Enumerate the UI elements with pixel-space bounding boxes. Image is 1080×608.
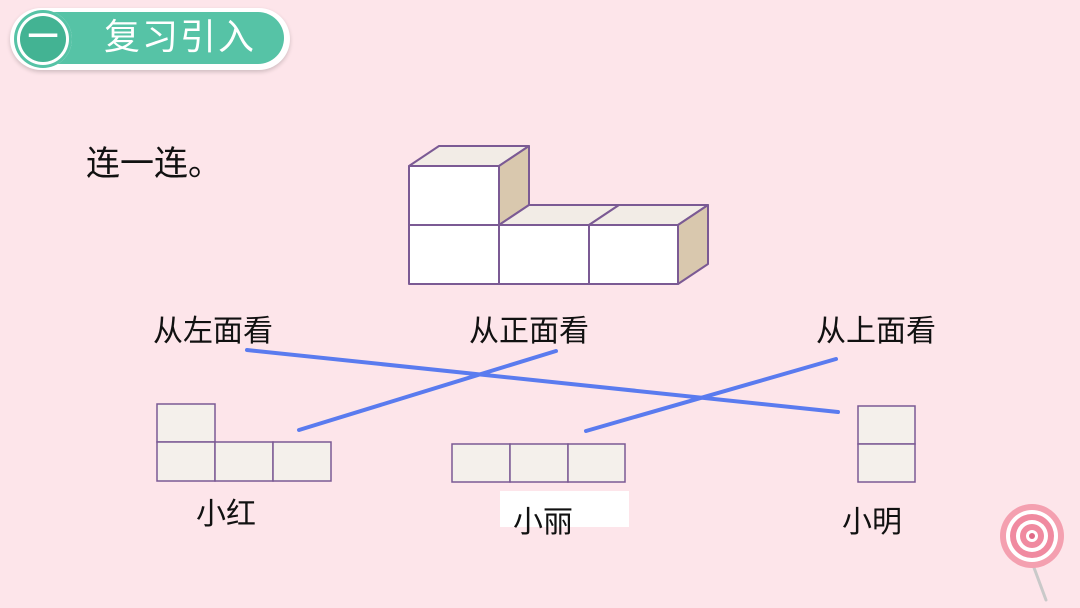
view-left-label: 从左面看 [153, 314, 273, 349]
instruction-text: 连一连。 [86, 144, 222, 184]
view-top-label: 从上面看 [816, 314, 936, 349]
view-front-label: 从正面看 [469, 314, 589, 349]
line-top-to-xiaoli [584, 357, 838, 433]
connector-lines [245, 348, 840, 433]
lollipop-icon [1000, 504, 1064, 602]
name-xiaohong: 小红 [196, 497, 256, 532]
cube-figure [408, 145, 709, 285]
name-xiaoli: 小丽 [513, 505, 573, 540]
line-left-to-xiaoming [245, 348, 840, 414]
name-xiaoli-background [500, 491, 629, 527]
line-front-to-xiaohong [297, 349, 558, 432]
name-xiaoming: 小明 [842, 505, 902, 540]
section-number: 一 [20, 16, 66, 62]
grid-xiaoming [857, 405, 916, 483]
grid-xiaohong [156, 403, 332, 482]
section-title: 复习引入 [104, 17, 257, 58]
grid-xiaoli [451, 443, 626, 483]
